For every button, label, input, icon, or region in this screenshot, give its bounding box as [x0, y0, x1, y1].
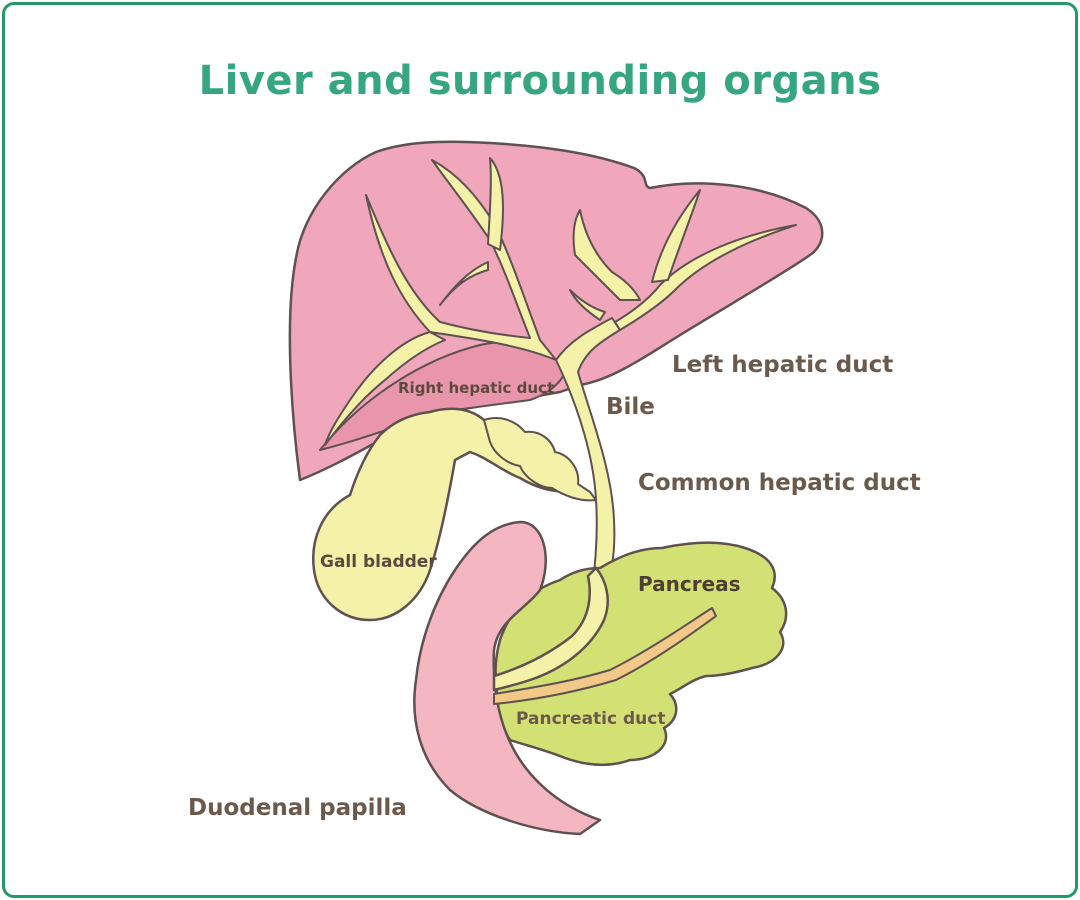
label-bile: Bile	[606, 394, 655, 420]
bile-duct-tree	[324, 157, 797, 597]
label-pancreatic-duct: Pancreatic duct	[516, 709, 666, 729]
page-title: Liver and surrounding organs	[198, 58, 882, 104]
label-common-hepatic-duct: Common hepatic duct	[638, 470, 921, 496]
label-gall-bladder: Gall bladder	[320, 552, 437, 572]
cystic-duct	[483, 417, 597, 502]
common-bile-duct	[492, 566, 609, 692]
label-pancreas: Pancreas	[638, 572, 741, 596]
duodenum	[413, 520, 602, 836]
label-duodenal-papilla: Duodenal papilla	[188, 795, 407, 821]
pancreatic-duct	[493, 607, 717, 705]
label-left-hepatic-duct: Left hepatic duct	[672, 352, 894, 378]
label-right-hepatic-duct: Right hepatic duct	[398, 379, 555, 397]
